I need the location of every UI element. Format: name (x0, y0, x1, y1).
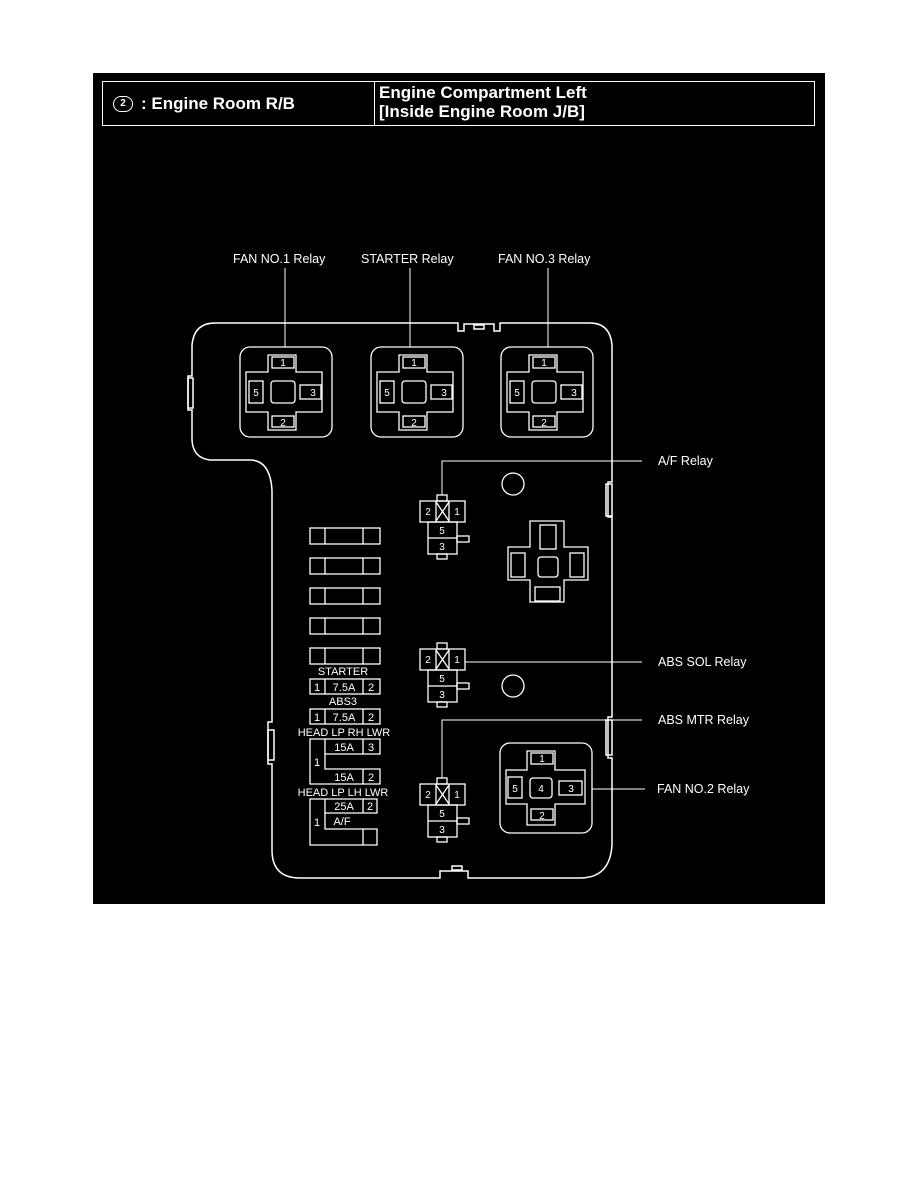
fuse-head-rh-pin-bottom: 2 (368, 772, 374, 784)
relay-block-drawing: FAN NO.1 Relay STARTER Relay FAN NO.3 Re… (187, 252, 750, 879)
af-pin: 1 (454, 507, 460, 518)
abs-sol-relay-label: ABS SOL Relay (658, 655, 747, 669)
diagram-header: 2 : Engine Room R/B Engine Compartment L… (102, 81, 815, 126)
starter-pin: 1 (411, 358, 417, 369)
fuse-starter-rating: 7.5A (333, 682, 356, 694)
abs-mtr-pin: 1 (454, 790, 460, 801)
fan1-pin: 5 (253, 388, 259, 399)
abs-mtr-pin: 5 (439, 809, 445, 820)
starter-pin: 5 (384, 388, 390, 399)
fan3-pin: 2 (541, 418, 547, 429)
fuse-abs3-pin-left: 1 (314, 712, 320, 724)
fan1-pin: 3 (310, 388, 316, 399)
fan3-pin: 5 (514, 388, 520, 399)
diagram-panel: 2 : Engine Room R/B Engine Compartment L… (93, 73, 825, 904)
abs-mtr-relay-label: ABS MTR Relay (658, 713, 750, 727)
fuse-head-rh-rating-bottom: 15A (334, 772, 354, 784)
fan2-pin: 3 (568, 784, 574, 795)
fan1-pin: 1 (280, 358, 286, 369)
fuse-starter-pin-left: 1 (314, 682, 320, 694)
abs-sol-pin: 3 (439, 690, 445, 701)
abs-sol-pin: 5 (439, 674, 445, 685)
fan3-pin: 1 (541, 358, 547, 369)
fan2-pin: 1 (539, 754, 545, 765)
fuse-abs3-name: ABS3 (329, 696, 357, 708)
abs-mtr-pin: 2 (425, 790, 431, 801)
fan2-pin: 5 (512, 784, 518, 795)
starter-relay-label: STARTER Relay (361, 252, 454, 266)
fuse-head-lh-rating-top: 25A (334, 801, 354, 813)
fan3-relay-label: FAN NO.3 Relay (498, 252, 591, 266)
af-pin: 3 (439, 542, 445, 553)
connector-name: : Engine Room R/B (141, 93, 295, 113)
block-outline (187, 322, 613, 879)
fuse-starter-pin-right: 2 (368, 682, 374, 694)
fuse-starter-name: STARTER (318, 666, 368, 678)
abs-mtr-pin: 3 (439, 825, 445, 836)
fuse-head-lh-sub-label: A/F (333, 816, 350, 828)
fan2-relay-label: FAN NO.2 Relay (657, 782, 750, 796)
fuse-head-rh-pin-common: 1 (314, 757, 320, 769)
af-pin: 5 (439, 526, 445, 537)
af-relay-label: A/F Relay (658, 454, 714, 468)
fuse-abs3-pin-right: 2 (368, 712, 374, 724)
location-line-1: Engine Compartment Left (379, 83, 587, 102)
location-title: Engine Compartment Left [Inside Engine R… (375, 82, 814, 125)
abs-sol-pin: 2 (425, 655, 431, 666)
abs-sol-pin: 1 (454, 655, 460, 666)
fuse-head-lh-pin-common: 1 (314, 817, 320, 829)
fuse-head-lh-name: HEAD LP LH LWR (298, 787, 389, 799)
location-line-2: [Inside Engine Room J/B] (379, 102, 585, 121)
fan1-relay-label: FAN NO.1 Relay (233, 252, 326, 266)
fuse-head-rh-name: HEAD LP RH LWR (298, 727, 391, 739)
fuse-head-rh-rating-top: 15A (334, 742, 354, 754)
starter-pin: 2 (411, 418, 417, 429)
fuse-head-lh-pin-top: 2 (367, 801, 373, 813)
fan2-pin: 2 (539, 811, 545, 822)
connector-title: 2 : Engine Room R/B (103, 82, 375, 125)
af-pin: 2 (425, 507, 431, 518)
fuse-abs3-rating: 7.5A (333, 712, 356, 724)
fan2-pin: 4 (538, 784, 544, 795)
starter-pin: 3 (441, 388, 447, 399)
fuse-head-rh-pin-top: 3 (368, 742, 374, 754)
fan3-pin: 3 (571, 388, 577, 399)
connector-number-badge: 2 (113, 95, 133, 112)
fan1-pin: 2 (280, 418, 286, 429)
